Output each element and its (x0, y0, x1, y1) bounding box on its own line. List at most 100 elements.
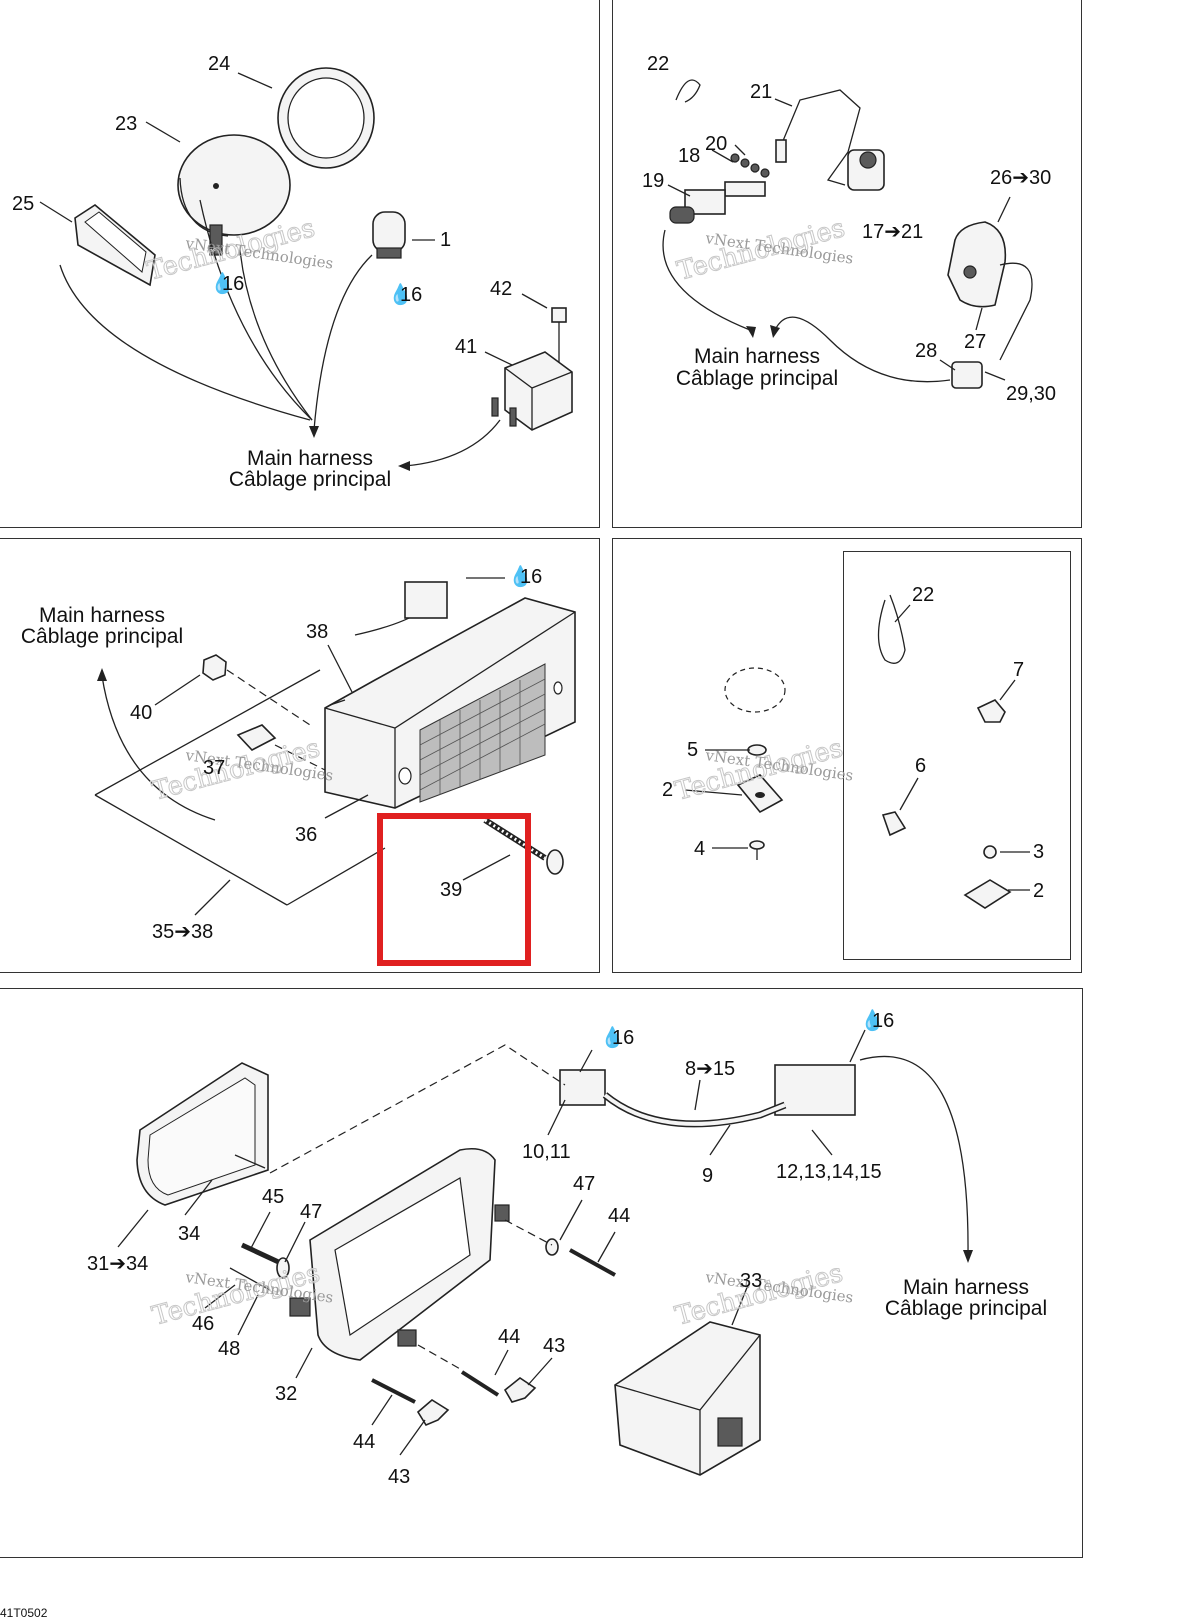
callout-16-b: 16 (872, 1010, 894, 1032)
callout-22: 22 (912, 584, 934, 606)
harness-label-fr: Câblage principal (21, 625, 183, 648)
callout-18: 18 (678, 145, 700, 167)
callout-41: 41 (455, 336, 477, 358)
part-4-bolt (749, 840, 765, 860)
panel3-labels: 💧 16 38 40 37 36 39 35➔38 Main harness C… (21, 564, 542, 943)
panel-middle-right-inner (843, 551, 1071, 960)
part-18-20-terminals (724, 153, 770, 197)
callout-29-30: 29,30 (1006, 383, 1056, 405)
callout-36: 36 (295, 824, 317, 846)
callout-2-right: 2 (1033, 880, 1044, 902)
callout-9: 9 (702, 1165, 713, 1187)
callout-25: 25 (12, 193, 34, 215)
callout-4: 4 (694, 838, 705, 860)
callout-12-15: 12,13,14,15 (776, 1161, 882, 1183)
part-39-screw (483, 817, 564, 875)
part-24-ring (277, 67, 375, 169)
part-17-21-switch (847, 149, 885, 191)
callout-24: 24 (208, 53, 230, 75)
callout-33: 33 (740, 1270, 762, 1292)
part-38-work-light (324, 581, 576, 809)
callout-6: 6 (915, 755, 926, 777)
figure-code: 41T0502 (0, 1606, 48, 1620)
part-19-connector (669, 189, 726, 224)
callout-42: 42 (490, 278, 512, 300)
part-37-bracket (236, 724, 277, 751)
callout-47-b: 47 (573, 1173, 595, 1195)
panel-top-left (0, 0, 600, 528)
callout-16-a-num: 16 (222, 273, 244, 295)
callout-19: 19 (642, 170, 664, 192)
panel-middle-right (612, 538, 1082, 973)
callout-40: 40 (130, 702, 152, 724)
callout-47-a: 47 (300, 1201, 322, 1223)
part-25-light (74, 204, 156, 287)
panel5-lines (117, 1029, 973, 1456)
harness-label-en: Main harness (694, 345, 820, 368)
harness-8-15 (559, 1064, 856, 1128)
callout-16: 16 (520, 566, 542, 588)
part-32-housing (289, 1147, 510, 1361)
harness-label-fr: Câblage principal (885, 1297, 1047, 1320)
callout-16-b-drop: 💧 (860, 1008, 885, 1032)
callout-44-a: 44 (608, 1205, 630, 1227)
part-21-wire (775, 89, 861, 186)
harness-label-fr: Câblage principal (676, 367, 838, 390)
callout-34: 34 (178, 1223, 200, 1245)
harness-label-fr: Câblage principal (229, 468, 391, 491)
panel4-labels: 22 7 5 2 4 6 3 2 (662, 584, 1044, 902)
callout-16-drop: 💧 (508, 564, 533, 588)
highlight-box-39 (377, 813, 531, 966)
panel-bottom (0, 988, 1083, 1558)
panel3-lines (94, 577, 511, 916)
panel2-labels: 22 21 20 18 19 26➔30 17➔21 27 28 29,30 M… (642, 53, 1056, 405)
hardware-small-parts (229, 1238, 616, 1427)
callout-44-c: 44 (353, 1431, 375, 1453)
part-34-headlight (136, 1062, 269, 1206)
callout-48: 48 (218, 1338, 240, 1360)
callout-10-11: 10,11 (522, 1141, 571, 1163)
callout-16-b-num: 16 (400, 284, 422, 306)
callout-21: 21 (750, 81, 772, 103)
part-7-clip (976, 699, 1006, 723)
part-41-relay (491, 351, 573, 431)
part-2-plate-right (963, 879, 1012, 909)
harness-label-en: Main harness (39, 604, 165, 627)
callout-5: 5 (687, 739, 698, 761)
harness-label-en: Main harness (247, 447, 373, 470)
callout-38: 38 (306, 621, 328, 643)
callout-45: 45 (262, 1186, 284, 1208)
callout-7: 7 (1013, 659, 1024, 681)
part-22-tie (675, 79, 701, 103)
callout-39: 39 (440, 879, 462, 901)
callout-46: 46 (192, 1313, 214, 1335)
work-light-grille (419, 663, 546, 803)
part-2-plate-left (736, 774, 784, 814)
part-22-cable-tie (877, 594, 906, 664)
callout-27: 27 (964, 331, 986, 353)
callout-1: 1 (440, 229, 451, 251)
callout-2: 2 (662, 779, 673, 801)
part-3-screw (983, 845, 997, 859)
part-5-spacer (724, 667, 786, 756)
part-1-bulb (372, 211, 406, 259)
callout-3: 3 (1033, 841, 1044, 863)
callout-22: 22 (647, 53, 669, 75)
panel2-lines (662, 98, 1011, 383)
panel1-lines (39, 72, 548, 471)
harness-label-en: Main harness (903, 1276, 1029, 1299)
part-26-30-grip (947, 221, 1033, 361)
part-28-connector (951, 361, 983, 389)
callout-17-21: 17➔21 (862, 221, 923, 243)
panel-top-right (612, 0, 1082, 528)
callout-35-38: 35➔38 (152, 921, 213, 943)
part-6-clip (881, 811, 907, 837)
panel-middle-left (0, 538, 600, 973)
callout-20: 20 (705, 133, 727, 155)
callout-23: 23 (115, 113, 137, 135)
panel4-lines (684, 604, 1030, 891)
callout-16-a-drop: 💧 (600, 1025, 625, 1049)
callout-26-30: 26➔30 (990, 167, 1051, 189)
